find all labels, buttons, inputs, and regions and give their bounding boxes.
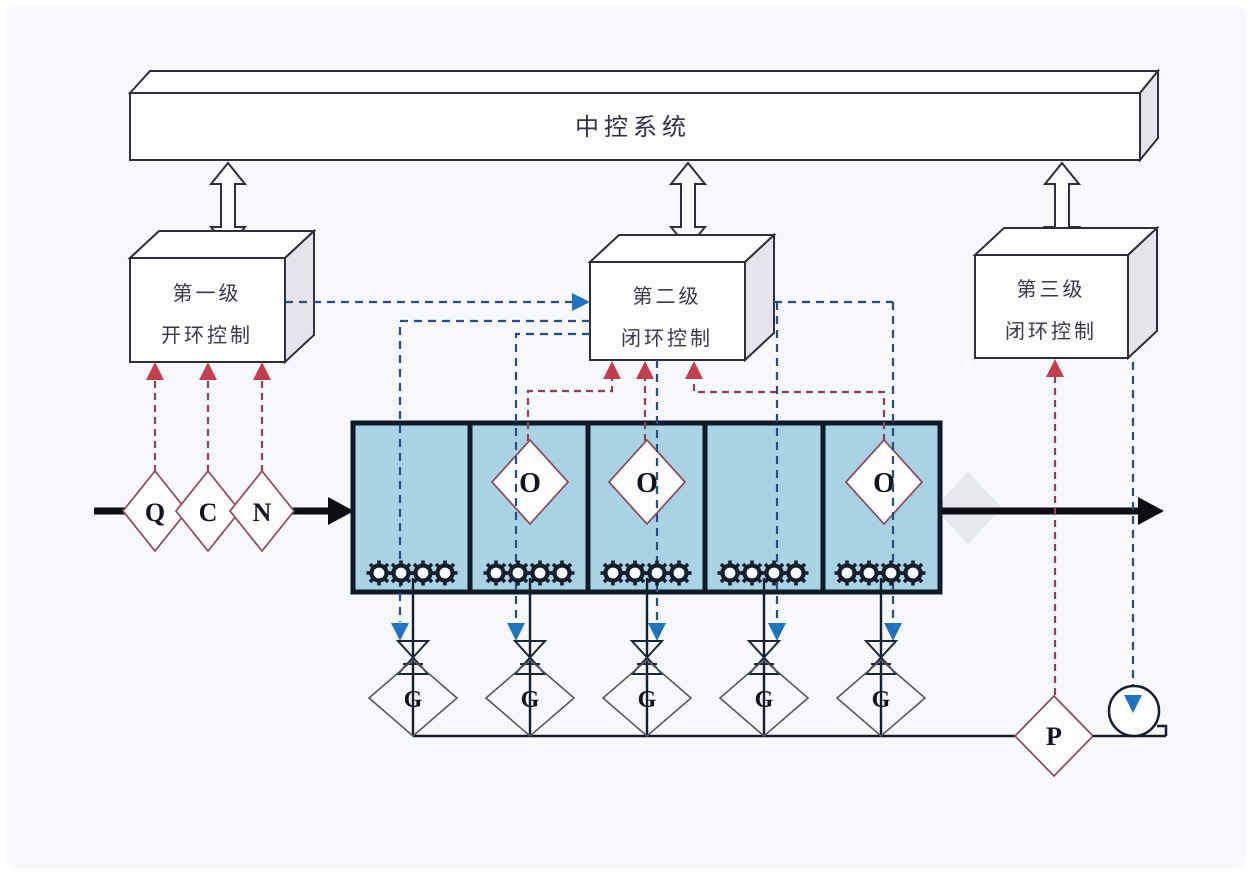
level2-label-line1: 第二级 xyxy=(633,285,702,308)
inlet-sensor-diamond-q xyxy=(121,469,189,553)
level3-label-line2: 闭环控制 xyxy=(1005,320,1097,343)
arrowhead-c xyxy=(199,362,217,380)
gas-meter-diamond-1 xyxy=(367,658,459,738)
gas-meter-label-4: G xyxy=(755,687,774,713)
gas-meter-diamond-5 xyxy=(835,658,927,738)
central-system-label: 中控系统 xyxy=(575,114,691,141)
pressure-sensor-diamond xyxy=(1013,694,1095,778)
gear-icon xyxy=(857,561,882,586)
arrowhead-q xyxy=(146,362,164,380)
inlet-sensor-diamond-n xyxy=(228,469,296,553)
arrowhead-level2-input xyxy=(572,293,590,311)
pressure-sensor-label: P xyxy=(1046,722,1062,751)
central-control-bar: 中控系统 xyxy=(127,68,1161,163)
gear-icon xyxy=(528,561,553,586)
gas-meter-diamond-2 xyxy=(484,658,576,738)
arrowhead-valve2 xyxy=(507,623,525,641)
oxygen-sensor-label-1: O xyxy=(519,468,541,499)
signal-level2-to-valve1 xyxy=(398,319,590,622)
oxygen-sensor-diamond-3 xyxy=(844,438,924,526)
gear-icon xyxy=(835,561,860,586)
gas-meter-label-5: G xyxy=(872,687,891,713)
gas-meter-label-1: G xyxy=(404,687,423,713)
arrowhead-valve4 xyxy=(768,623,786,641)
arrowhead-n xyxy=(253,362,271,380)
gear-icon xyxy=(601,561,626,586)
gear-icon xyxy=(484,561,509,586)
arrowhead-o3 xyxy=(685,361,703,379)
pump-foot xyxy=(1157,724,1168,736)
outlet-flow-arrow xyxy=(940,497,1164,525)
inlet-sensor-label-c: C xyxy=(199,498,218,527)
arrowhead-p xyxy=(1046,359,1064,377)
arrowhead-valve1 xyxy=(391,623,409,641)
gear-icon xyxy=(506,561,531,586)
oxygen-sensor-diamond-1 xyxy=(490,438,570,526)
gear-icon xyxy=(740,561,765,586)
signal-level2-to-valve2 xyxy=(514,332,590,622)
gear-icon xyxy=(667,561,692,586)
inlet-sensor-label-n: N xyxy=(253,498,272,527)
gear-icon xyxy=(550,561,575,586)
oxygen-sensor-label-2: O xyxy=(636,468,658,499)
inlet-sensors: Q C N xyxy=(121,469,296,553)
gear-icon xyxy=(367,561,392,586)
pressure-sensor: P xyxy=(1013,694,1095,778)
gear-icon xyxy=(389,561,414,586)
gas-meter-label-2: G xyxy=(521,687,540,713)
gear-icon xyxy=(623,561,648,586)
gear-icon xyxy=(718,561,743,586)
pump xyxy=(1093,684,1168,738)
gear-icon xyxy=(762,561,787,586)
level3-label-line1: 第三级 xyxy=(1017,278,1086,301)
gas-meter-diamond-4 xyxy=(718,658,810,738)
oxygen-sensor-diamond-2 xyxy=(607,438,687,526)
measurement-arrowheads xyxy=(146,359,1064,380)
signal-o1-to-level2 xyxy=(526,378,614,441)
gas-flow-meters: G G G G G xyxy=(367,658,927,738)
controller-box-level3: 第三级 闭环控制 xyxy=(972,225,1160,361)
gas-meter-label-3: G xyxy=(638,687,657,713)
controller-box-level1: 第一级 开环控制 xyxy=(127,228,317,365)
arrowhead-o1 xyxy=(603,361,621,379)
gear-icon xyxy=(411,561,436,586)
gear-icon xyxy=(784,561,809,586)
gear-icon xyxy=(433,561,458,586)
controller-box-level2: 第二级 闭环控制 xyxy=(587,232,777,363)
inlet-sensor-diamond-c xyxy=(174,469,242,553)
gear-icon xyxy=(901,561,926,586)
gas-meter-diamond-3 xyxy=(601,658,693,738)
arrowhead-valve5 xyxy=(884,623,902,641)
gear-icon xyxy=(879,561,904,586)
level1-label-line2: 开环控制 xyxy=(161,324,253,347)
level1-label-line1: 第一级 xyxy=(173,282,242,305)
arrowhead-o2 xyxy=(636,361,654,379)
signal-o3-to-level2 xyxy=(692,378,886,441)
level2-label-line2: 闭环控制 xyxy=(621,327,713,350)
inlet-sensor-label-q: Q xyxy=(145,498,165,527)
gear-icon xyxy=(645,561,670,586)
arrowhead-valve3 xyxy=(648,623,666,641)
arrowhead-pump-inner xyxy=(1124,695,1142,713)
oxygen-sensor-label-3: O xyxy=(873,468,895,499)
measurement-signal-lines xyxy=(153,376,1057,695)
oxygen-sensors: O O O xyxy=(490,438,924,526)
